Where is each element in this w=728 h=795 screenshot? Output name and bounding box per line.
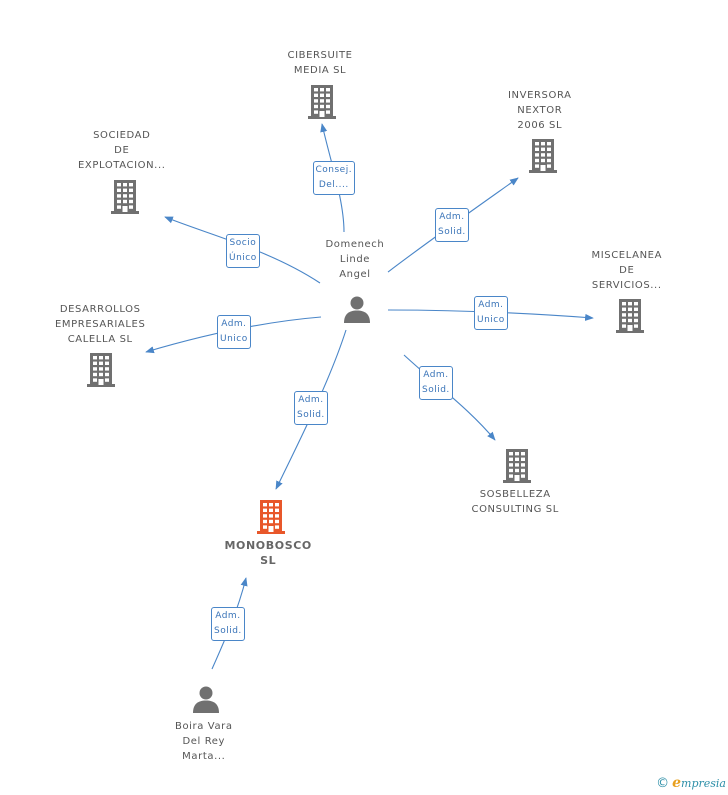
- role-label-line: Socio: [229, 238, 257, 248]
- brand-name: mpresia: [681, 777, 726, 790]
- node-label-line: SERVICIOS...: [591, 279, 662, 291]
- node-inversora[interactable]: [528, 138, 558, 178]
- node-label-sosbelleza[interactable]: SOSBELLEZA CONSULTING SL: [472, 487, 559, 517]
- role-label-line: Adm.: [298, 395, 324, 405]
- node-label-line: 2006 SL: [517, 119, 563, 131]
- node-label-line: NEXTOR: [517, 104, 563, 116]
- node-desarrollos[interactable]: [86, 352, 116, 392]
- edge-domenech-to-sosbelleza: [403, 354, 496, 441]
- role-label-line: Único: [229, 253, 257, 263]
- role-label-cibersuite[interactable]: Consej. Del....: [312, 161, 356, 195]
- building-icon: [529, 139, 557, 173]
- node-label-line: Linde: [339, 253, 371, 265]
- building-icon: [257, 500, 285, 534]
- node-label-line: MEDIA SL: [293, 65, 347, 76]
- building-icon: [616, 299, 644, 333]
- node-label-sociedad[interactable]: SOCIEDAD DE EXPLOTACION...: [78, 128, 166, 173]
- role-label-sosbelleza[interactable]: Adm. Solid.: [419, 366, 453, 400]
- building-icon: [503, 449, 531, 483]
- building-icon: [308, 85, 336, 119]
- node-label-line: CONSULTING SL: [471, 504, 559, 515]
- role-label-inversora[interactable]: Adm. Solid.: [435, 208, 469, 242]
- node-domenech[interactable]: [343, 295, 371, 327]
- role-label-monobosco[interactable]: Adm. Solid.: [294, 391, 328, 425]
- empresia-logo[interactable]: ©empresia: [656, 775, 726, 791]
- building-icon: [111, 180, 139, 214]
- node-label-line: DE: [114, 144, 130, 156]
- node-label-line: Angel: [339, 268, 371, 280]
- node-label-line: EMPRESARIALES: [55, 318, 146, 330]
- role-label-line: Adm.: [439, 212, 465, 222]
- node-label-monobosco[interactable]: MONOBOSCO SL: [225, 538, 312, 568]
- node-label-miscelanea[interactable]: MISCELANEA DE SERVICIOS...: [592, 248, 663, 293]
- person-icon: [193, 686, 219, 713]
- node-label-line: Boira Vara: [175, 720, 233, 732]
- role-label-line: Solid.: [214, 626, 242, 636]
- role-label-line: Del....: [318, 180, 349, 190]
- role-label-line: Adm.: [215, 611, 241, 621]
- node-label-line: CIBERSUITE: [287, 50, 353, 61]
- node-label-line: MISCELANEA: [591, 249, 663, 261]
- role-label-line: Adm.: [423, 370, 449, 380]
- role-label-line: Consej.: [315, 165, 353, 175]
- node-label-inversora[interactable]: INVERSORA NEXTOR 2006 SL: [508, 88, 572, 133]
- node-label-line: Marta...: [182, 750, 226, 762]
- node-label-line: SOSBELLEZA: [479, 489, 551, 500]
- node-label-line: MONOBOSCO: [224, 539, 312, 552]
- node-label-line: Del Rey: [182, 735, 226, 747]
- node-label-desarrollos[interactable]: DESARROLLOS EMPRESARIALES CALELLA SL: [55, 302, 145, 347]
- role-label-line: Solid.: [297, 410, 325, 420]
- role-label-line: Unico: [477, 315, 505, 325]
- role-label-line: Solid.: [422, 385, 450, 395]
- role-label-line: Adm.: [478, 300, 504, 310]
- node-label-line: DESARROLLOS: [59, 303, 141, 315]
- node-boira[interactable]: [192, 685, 220, 717]
- node-label-line: DE: [619, 264, 635, 276]
- role-label-monobosco[interactable]: Adm. Solid.: [211, 607, 245, 641]
- node-label-line: CALELLA SL: [67, 333, 133, 345]
- role-label-line: Solid.: [438, 227, 466, 237]
- node-label-line: EXPLOTACION...: [78, 159, 166, 171]
- role-label-miscelanea[interactable]: Adm. Unico: [474, 296, 508, 330]
- role-label-desarrollos[interactable]: Adm. Unico: [217, 315, 251, 349]
- copyright-symbol: ©: [656, 776, 670, 791]
- brand-initial: e: [672, 775, 682, 791]
- role-label-line: Adm.: [221, 319, 247, 329]
- node-label-cibersuite[interactable]: CIBERSUITE MEDIA SL: [288, 48, 353, 78]
- node-monobosco[interactable]: [256, 499, 286, 539]
- person-icon: [344, 296, 370, 323]
- node-label-line: SL: [260, 554, 277, 567]
- node-label-line: SOCIEDAD: [93, 129, 151, 141]
- node-sosbelleza[interactable]: [502, 448, 532, 488]
- node-label-line: Domenech: [325, 238, 385, 250]
- node-label-line: INVERSORA: [508, 89, 572, 101]
- role-label-line: Unico: [220, 334, 248, 344]
- node-cibersuite[interactable]: [307, 84, 337, 124]
- building-icon: [87, 353, 115, 387]
- node-miscelanea[interactable]: [615, 298, 645, 338]
- node-sociedad[interactable]: [110, 179, 140, 219]
